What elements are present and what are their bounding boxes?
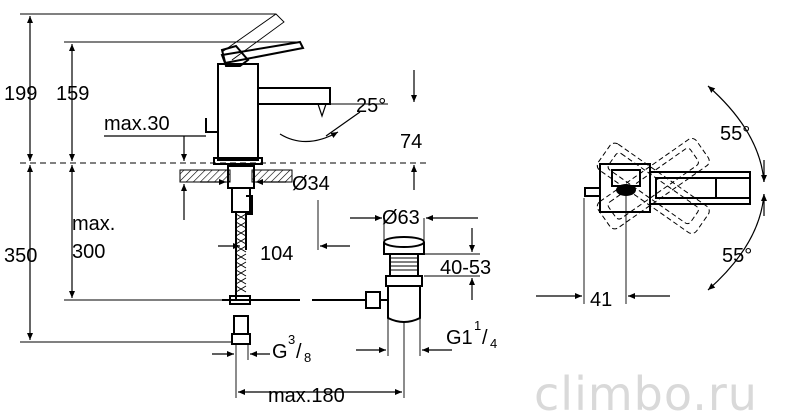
watermark: climbo.ru bbox=[534, 367, 758, 420]
waste-thread-denominator: 4 bbox=[490, 336, 497, 351]
waste-thread-slash: / bbox=[482, 327, 488, 349]
dim-spout-height: 159 bbox=[56, 83, 89, 105]
dim-supply-thread: G 3 / 8 bbox=[272, 332, 311, 365]
dim-41: 41 bbox=[590, 289, 612, 311]
dim-74: 74 bbox=[400, 131, 422, 153]
supply-thread-numerator: 3 bbox=[288, 332, 295, 347]
waste-thread-numerator: 1 bbox=[474, 318, 481, 333]
supply-thread-denominator: 8 bbox=[304, 350, 311, 365]
dim-flange-diameter: Ø34 bbox=[292, 173, 330, 195]
faucet-side-view bbox=[205, 13, 331, 165]
dim-104: 104 bbox=[260, 243, 293, 265]
waste-assembly bbox=[365, 236, 425, 323]
waste-thread-main: G1 bbox=[446, 327, 473, 349]
dim-max-30: max.30 bbox=[104, 113, 170, 135]
dim-spout-angle: 25° bbox=[356, 95, 386, 117]
dim-max-300: 300 bbox=[72, 241, 105, 263]
dim-angle-top: 55° bbox=[720, 123, 750, 145]
hose-braid bbox=[235, 213, 247, 293]
dim-overall-height: 199 bbox=[4, 83, 37, 105]
dim-max-label: max. bbox=[72, 213, 115, 235]
dim-waste-diameter: Ø63 bbox=[382, 207, 420, 229]
supply-thread-main: G bbox=[272, 341, 288, 363]
dimension-lines bbox=[20, 13, 480, 398]
dim-angle-bottom: 55° bbox=[722, 245, 752, 267]
dim-40-53: 40-53 bbox=[440, 257, 491, 279]
supply-thread-slash: / bbox=[296, 341, 302, 363]
dim-waste-thread: G1 1 / 4 bbox=[446, 318, 497, 351]
dim-max-180: max.180 bbox=[268, 385, 345, 407]
dim-total-350: 350 bbox=[4, 245, 37, 267]
dimension-labels: 199 159 max.30 25° 74 Ø34 max. 300 350 1… bbox=[4, 83, 752, 407]
faucet-plan-view bbox=[536, 85, 767, 304]
